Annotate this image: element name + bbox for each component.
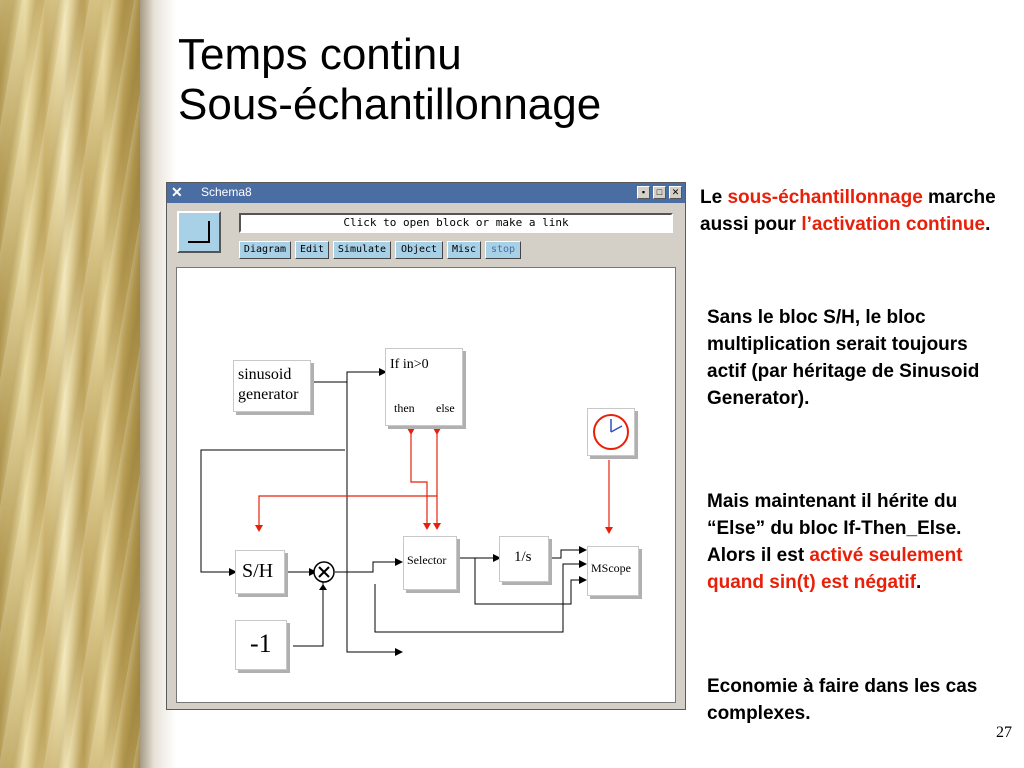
diagram-canvas[interactable]: sinusoid generator If in>0 then else Sel… — [176, 267, 676, 703]
if-then-else-block[interactable]: If in>0 then else — [385, 348, 463, 426]
paragraph-2: Sans le bloc S/H, le bloc multiplication… — [707, 307, 980, 409]
link-prod-selector — [335, 561, 399, 573]
slide-title-line2: Sous-échantillonnage — [178, 80, 602, 129]
p3-end: . — [916, 572, 922, 593]
ifthen-condition-label: If in>0 — [390, 357, 429, 372]
mscope-block[interactable]: MScope — [587, 546, 639, 596]
multiply-icon — [313, 561, 335, 583]
menu-edit[interactable]: Edit — [295, 241, 329, 259]
link-feedback-scope — [374, 563, 583, 633]
paragraph-4: Economie à faire dans les cas complexes. — [707, 676, 978, 724]
sinusoid-label-line1: sinusoid — [238, 366, 292, 383]
link-sin-selector — [346, 382, 399, 653]
link-const-prod — [293, 582, 324, 647]
slide-title-line1: Temps continu — [178, 30, 462, 79]
slide-title: Temps continu Sous-échantillonnage — [178, 30, 601, 130]
window-titlebar[interactable]: ✕ Schema8 ▪ □ ✕ — [167, 183, 685, 203]
menu-diagram[interactable]: Diagram — [239, 241, 291, 259]
menu-object[interactable]: Object — [395, 241, 443, 259]
menu-misc[interactable]: Misc — [447, 241, 481, 259]
p1-red2: l’activation continue — [801, 214, 986, 235]
link-loop-sh — [200, 449, 345, 573]
else-label: else — [436, 401, 455, 415]
scicos-window: ✕ Schema8 ▪ □ ✕ Click to open block or m… — [166, 182, 686, 710]
activation-sh — [258, 495, 437, 530]
integrator-label: 1/s — [514, 549, 532, 565]
p1-end: . — [985, 214, 991, 235]
p1-pre: Le — [700, 187, 728, 208]
selector-block[interactable]: Selector — [403, 536, 457, 590]
message-field[interactable]: Click to open block or make a link — [239, 213, 673, 233]
sh-label: S/H — [242, 560, 274, 582]
paragraph-3: Mais maintenant il hérite du “Else” du b… — [707, 488, 1012, 596]
constant-block[interactable]: -1 — [235, 620, 287, 670]
page-number: 27 — [996, 724, 1012, 741]
paragraph-1: Le sous-échantillonnage marche aussi pou… — [700, 184, 1010, 238]
menu-stop[interactable]: stop — [485, 241, 521, 259]
p1-mid: marche aussi pour — [700, 187, 996, 235]
sinusoid-label-line2: generator — [238, 386, 299, 403]
mscope-label: MScope — [591, 561, 631, 575]
link-sel-scope — [474, 558, 583, 605]
minimize-button[interactable]: ▪ — [637, 186, 650, 199]
x-window-icon[interactable]: ✕ — [171, 184, 183, 200]
sinusoid-generator-block[interactable]: sinusoid generator — [233, 360, 311, 412]
link-int-scope — [547, 549, 583, 559]
p1-red1: sous-échantillonnage — [727, 187, 923, 208]
block-palette-button[interactable] — [177, 211, 221, 253]
integrator-block[interactable]: 1/s — [499, 536, 549, 582]
sample-hold-block[interactable]: S/H — [235, 550, 285, 594]
p3-pre: Mais maintenant il hérite du “Else” du b… — [707, 491, 962, 566]
p3-red: activé seulement quand sin(t) est négati… — [707, 545, 963, 593]
selector-label: Selector — [407, 553, 447, 567]
activation-then — [410, 428, 428, 528]
then-label: then — [394, 401, 415, 415]
const-label: -1 — [250, 629, 272, 658]
link-sin-if — [310, 371, 383, 383]
arrow-then — [407, 428, 415, 435]
clock-icon — [593, 414, 629, 450]
window-title: Schema8 — [201, 185, 252, 199]
maximize-button[interactable]: □ — [653, 186, 666, 199]
clock-block[interactable] — [587, 408, 635, 456]
menu-simulate[interactable]: Simulate — [333, 241, 391, 259]
close-button[interactable]: ✕ — [669, 186, 682, 199]
wood-border — [0, 0, 140, 768]
